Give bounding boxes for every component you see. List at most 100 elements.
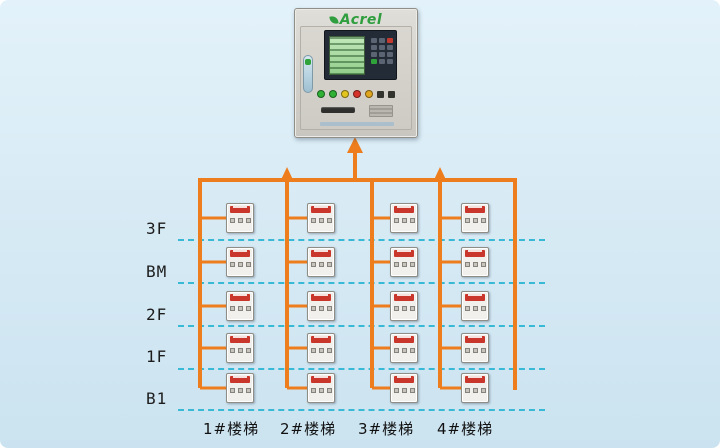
keypad-button [387,45,393,50]
keypad-button [379,52,385,57]
device-buttons [391,218,417,223]
device-buttons [462,348,488,353]
floor-dashed-line-b1 [178,409,545,411]
device-label-strip [465,336,485,343]
device-buttons [462,388,488,393]
device-label-strip [230,206,250,213]
stair-label-1: 1#楼梯 [203,420,260,438]
device-label-strip [465,250,485,257]
floor-label-2f: 2F [146,305,168,324]
device-buttons [227,218,253,223]
device-label-strip [311,250,331,257]
stair-label-2: 2#楼梯 [280,420,337,438]
device-label-strip [230,376,250,383]
keypad-button [371,38,377,43]
device-module-r2c4 [461,247,489,277]
device-label-strip [230,250,250,257]
floor-label-3f: 3F [146,219,168,238]
keypad-button [371,45,377,50]
device-buttons [308,348,334,353]
device-module-r5c2 [307,373,335,403]
device-module-r3c3 [390,291,418,321]
vent-grille [369,105,393,117]
device-module-r4c4 [461,333,489,363]
floor-label-b1: B1 [146,389,168,408]
device-label-strip [465,206,485,213]
monitoring-cabinet: Acrel [294,8,418,138]
brand-text: Acrel [339,12,383,28]
device-label-strip [465,376,485,383]
device-buttons [227,348,253,353]
device-label-strip [394,206,414,213]
device-buttons [391,262,417,267]
status-led [365,90,373,98]
device-module-r1c3 [390,203,418,233]
indicator-tube [303,55,313,93]
led-row [317,89,395,99]
keypad [371,38,395,76]
floor-label-bm: BM [146,262,168,281]
keypad-button [387,52,393,57]
keypad-button [371,52,377,57]
status-led [317,90,325,98]
brand-logo: Acrel [295,12,417,28]
device-module-r4c1 [226,333,254,363]
device-buttons [308,262,334,267]
keypad-button [379,59,385,64]
device-buttons [391,388,417,393]
stair-label-4: 4#楼梯 [437,420,494,438]
device-buttons [227,306,253,311]
stair-label-3: 3#楼梯 [358,420,415,438]
status-led [353,90,361,98]
device-module-r3c1 [226,291,254,321]
keypad-button [371,59,377,64]
toggle-switch [377,90,384,98]
device-label-strip [394,250,414,257]
toggle-switch [388,90,395,98]
keypad-button [387,59,393,64]
lcd-screen [329,36,365,75]
device-label-strip [311,294,331,301]
device-module-r4c3 [390,333,418,363]
status-led [329,90,337,98]
device-buttons [308,306,334,311]
device-label-strip [311,376,331,383]
keypad-button [387,38,393,43]
printer-slot [321,107,355,113]
device-module-r2c3 [390,247,418,277]
keypad-button [379,38,385,43]
device-module-r5c1 [226,373,254,403]
device-buttons [308,218,334,223]
device-buttons [462,262,488,267]
device-buttons [462,218,488,223]
device-module-r2c1 [226,247,254,277]
device-label-strip [394,376,414,383]
device-label-strip [394,336,414,343]
device-module-r5c3 [390,373,418,403]
device-module-r3c4 [461,291,489,321]
device-label-strip [230,336,250,343]
device-module-r1c4 [461,203,489,233]
device-label-strip [311,336,331,343]
status-led [341,90,349,98]
device-label-strip [465,294,485,301]
device-module-r1c2 [307,203,335,233]
device-buttons [391,306,417,311]
device-buttons [462,306,488,311]
display-bezel [324,30,397,80]
device-label-strip [394,294,414,301]
floor-label-1f: 1F [146,347,168,366]
keypad-button [379,45,385,50]
device-module-r5c4 [461,373,489,403]
acrel-leaf-icon [329,15,339,25]
device-label-strip [230,294,250,301]
device-module-r2c2 [307,247,335,277]
device-module-r3c2 [307,291,335,321]
device-label-strip [311,206,331,213]
device-module-r1c1 [226,203,254,233]
device-buttons [308,388,334,393]
nameplate-text [320,122,394,126]
device-buttons [227,388,253,393]
device-buttons [391,348,417,353]
